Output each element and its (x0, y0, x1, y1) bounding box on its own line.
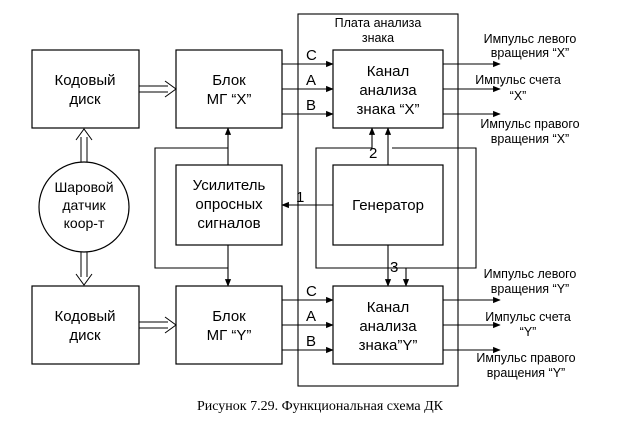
ball-sensor-circle (38, 161, 130, 253)
mg-y-line-1: Блок (212, 308, 246, 325)
generator-block (332, 164, 444, 246)
code-disk-top (31, 49, 140, 129)
channel-y-line-2: анализа (359, 318, 417, 335)
out-x-left-line-2: вращения “X” (491, 46, 569, 60)
line-number-1: 1 (296, 189, 304, 206)
sensor-line-1: Шаровой (54, 179, 113, 195)
channel-x-block (332, 49, 444, 129)
letter-c-y: C (306, 283, 317, 300)
disk-to-mg-arrow-bottom (139, 316, 177, 334)
out-y-right-line-1: Импульс правого (476, 351, 575, 365)
board-label-line-1: Плата анализа (335, 16, 422, 30)
out-x-count-line-1: Импульс счета (475, 73, 561, 87)
channel-x-line-1: Канал (367, 63, 409, 80)
board-label-line-2: знака (362, 31, 394, 45)
channel-x-line-2: анализа (359, 82, 417, 99)
out-x-left-line-1: Импульс левого (484, 32, 577, 46)
sensor-line-3: коор-т (64, 215, 105, 231)
disk-top-line-2: диск (69, 91, 101, 108)
out-x-right-line-1: Импульс правого (480, 117, 579, 131)
letter-c-x: C (306, 47, 317, 64)
out-y-count-line-2: “Y” (520, 325, 537, 339)
code-disk-bottom (31, 285, 140, 365)
amp-line-3: сигналов (197, 215, 260, 232)
disk-top-line-1: Кодовый (55, 72, 116, 89)
board-frame (297, 13, 459, 387)
amp-line-2: опросных (195, 196, 263, 213)
out-x-count-line-2: “X” (510, 89, 527, 103)
line-number-3: 3 (390, 259, 398, 276)
sensor-line-2: датчик (62, 197, 106, 213)
mg-block-x (175, 49, 283, 129)
line-number-2: 2 (369, 145, 377, 162)
amplifier-block (175, 164, 283, 246)
out-y-count-line-1: Импульс счета (485, 310, 571, 324)
out-y-right-line-2: вращения “Y” (487, 366, 565, 380)
generator-label: Генератор (352, 197, 424, 214)
letter-b-y: B (306, 333, 316, 350)
mg-x-line-1: Блок (212, 72, 246, 89)
sensor-to-disk-arrow-bottom (75, 252, 93, 286)
letter-a-x: A (306, 72, 316, 89)
amp-line-1: Усилитель (193, 177, 266, 194)
mg-x-line-2: МГ “X” (207, 91, 252, 108)
disk-to-mg-arrow-top (139, 80, 177, 98)
letter-a-y: A (306, 308, 316, 325)
out-x-right-line-2: вращения “X” (491, 132, 569, 146)
mg-y-line-2: МГ “Y” (207, 327, 252, 344)
figure-caption: Рисунок 7.29. Функциональная схема ДК (197, 399, 444, 414)
channel-y-line-1: Канал (367, 299, 409, 316)
letter-b-x: B (306, 97, 316, 114)
out-y-left-line-1: Импульс левого (484, 267, 577, 281)
disk-bottom-line-2: диск (69, 327, 101, 344)
channel-x-line-3: знака “X” (357, 101, 420, 118)
sensor-to-disk-arrow-top (75, 128, 93, 162)
out-y-left-line-2: вращения “Y” (491, 282, 569, 296)
loop-wire (154, 147, 228, 269)
generator-bus (315, 147, 477, 269)
mg-block-y (175, 285, 283, 365)
disk-bottom-line-1: Кодовый (55, 308, 116, 325)
channel-y-line-3: знака”Y” (359, 337, 418, 354)
